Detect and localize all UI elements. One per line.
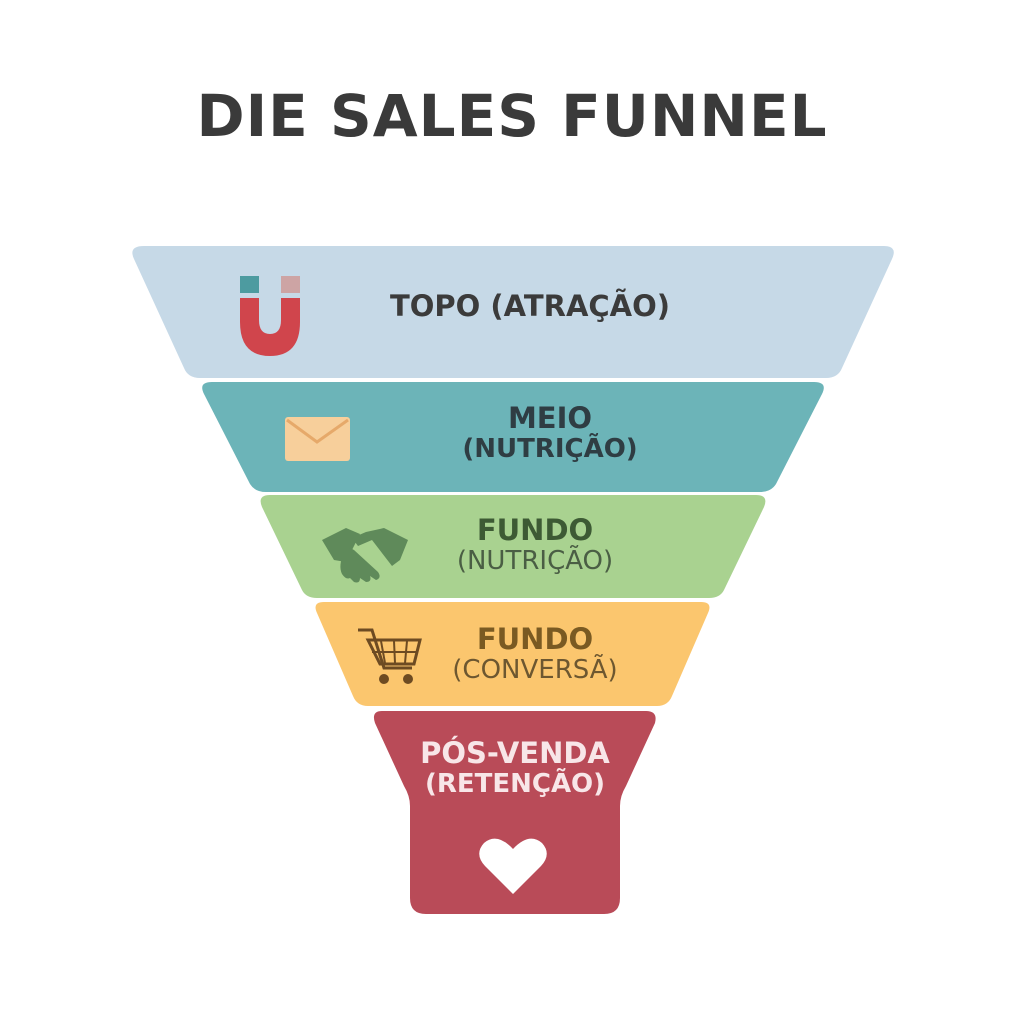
funnel-stage-fundo-conversao bbox=[315, 602, 710, 706]
stage-label-fundo-nutricao: FUNDO (NUTRIÇÃO) bbox=[400, 513, 670, 577]
funnel-stage-fundo-nutricao bbox=[260, 495, 766, 598]
stage-label-fundo-conversao: FUNDO (CONVERSÃ) bbox=[400, 622, 670, 686]
stage-title: PÓS-VENDA bbox=[420, 736, 610, 770]
stage-subtitle: (NUTRIÇÃO) bbox=[456, 546, 614, 577]
funnel-stage-meio bbox=[202, 382, 824, 492]
stage-subtitle: (NUTRIÇÃO) bbox=[462, 434, 638, 465]
heart-icon bbox=[479, 838, 547, 894]
funnel-stage-topo bbox=[132, 246, 894, 378]
stage-label-meio: MEIO (NUTRIÇÃO) bbox=[400, 401, 700, 465]
magnet-icon bbox=[240, 276, 300, 356]
stage-title: FUNDO bbox=[476, 622, 594, 656]
envelope-icon bbox=[285, 417, 350, 461]
stage-title: FUNDO bbox=[476, 513, 594, 547]
stage-subtitle: (RETENÇÃO) bbox=[424, 769, 606, 800]
funnel-stage-pos-venda bbox=[373, 711, 656, 914]
stage-title: TOPO (ATRAÇÃO) bbox=[389, 289, 671, 323]
handshake-icon bbox=[322, 528, 408, 583]
stage-title: MEIO bbox=[507, 401, 593, 435]
stage-label-pos-venda: PÓS-VENDA (RETENÇÃO) bbox=[400, 736, 630, 800]
stage-subtitle: (CONVERSÃ) bbox=[452, 655, 618, 686]
shopping-cart-icon bbox=[358, 628, 422, 684]
page-title: DIE SALES FUNNEL bbox=[196, 82, 828, 150]
stage-label-topo: TOPO (ATRAÇÃO) bbox=[330, 289, 730, 323]
